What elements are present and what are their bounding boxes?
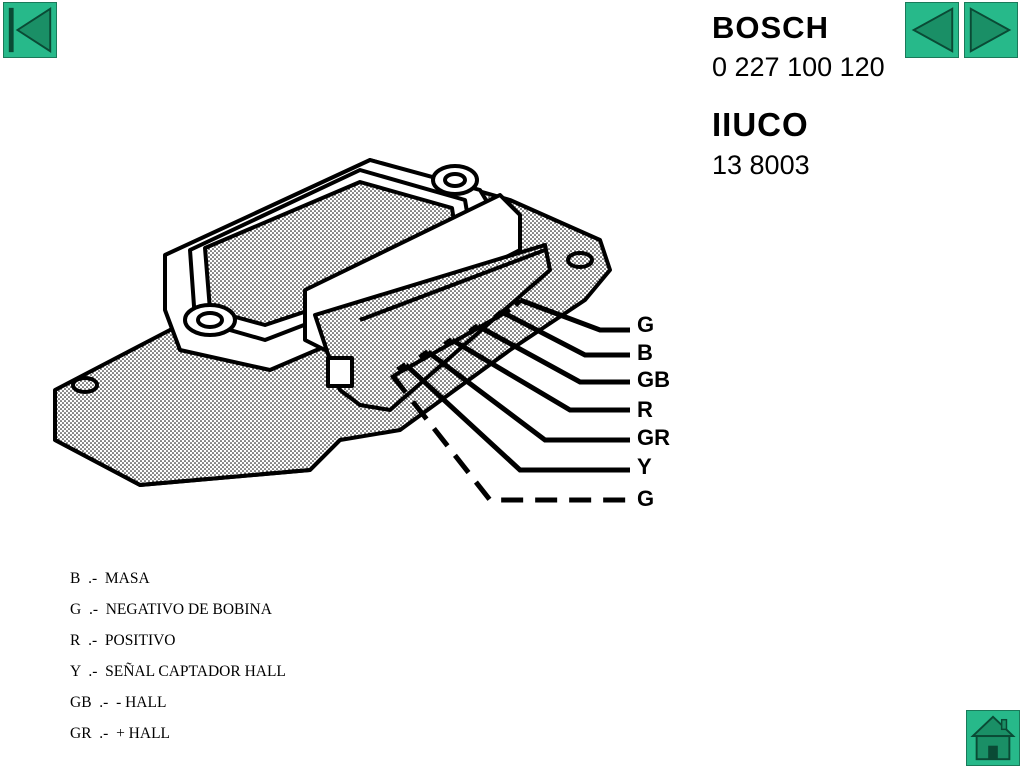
- wire-label: Y: [637, 454, 652, 479]
- module-body: [53, 158, 612, 487]
- legend-item: R .- POSITIVO: [70, 632, 176, 649]
- ignition-module-diagram: G B GB R GR Y G: [53, 158, 670, 511]
- prev-slide-icon: [911, 7, 954, 53]
- wire-label: R: [637, 397, 653, 422]
- part-number-secondary: 13 8003: [712, 150, 810, 180]
- brand-title: BOSCH: [712, 10, 829, 45]
- wire-label-group: G B GB R GR Y G: [637, 312, 670, 511]
- first-slide-button[interactable]: [3, 2, 57, 58]
- legend-item: Y .- SEÑAL CAPTADOR HALL: [70, 663, 286, 680]
- wire-label: G: [637, 486, 654, 511]
- legend-item: GR .- + HALL: [70, 725, 171, 742]
- legend-item: GB .- - HALL: [70, 694, 167, 711]
- wire-label: G: [637, 312, 654, 337]
- next-slide-button[interactable]: [964, 2, 1018, 58]
- legend-item: G .- NEGATIVO DE BOBINA: [70, 601, 272, 618]
- first-slide-icon: [8, 7, 52, 53]
- wire-label: B: [637, 340, 653, 365]
- home-button[interactable]: [966, 710, 1020, 766]
- wire-legend: B .- MASA G .- NEGATIVO DE BOBINA R .- P…: [70, 568, 286, 754]
- legend-item: B .- MASA: [70, 570, 150, 587]
- next-slide-icon: [969, 7, 1012, 53]
- wire-label: GB: [637, 367, 670, 392]
- part-number: 0 227 100 120: [712, 52, 885, 82]
- wire-lines: [390, 297, 630, 503]
- wire-label: GR: [637, 425, 670, 450]
- brand-title-secondary: IIUCO: [712, 106, 809, 143]
- prev-slide-button[interactable]: [905, 2, 959, 58]
- home-icon: [970, 715, 1016, 761]
